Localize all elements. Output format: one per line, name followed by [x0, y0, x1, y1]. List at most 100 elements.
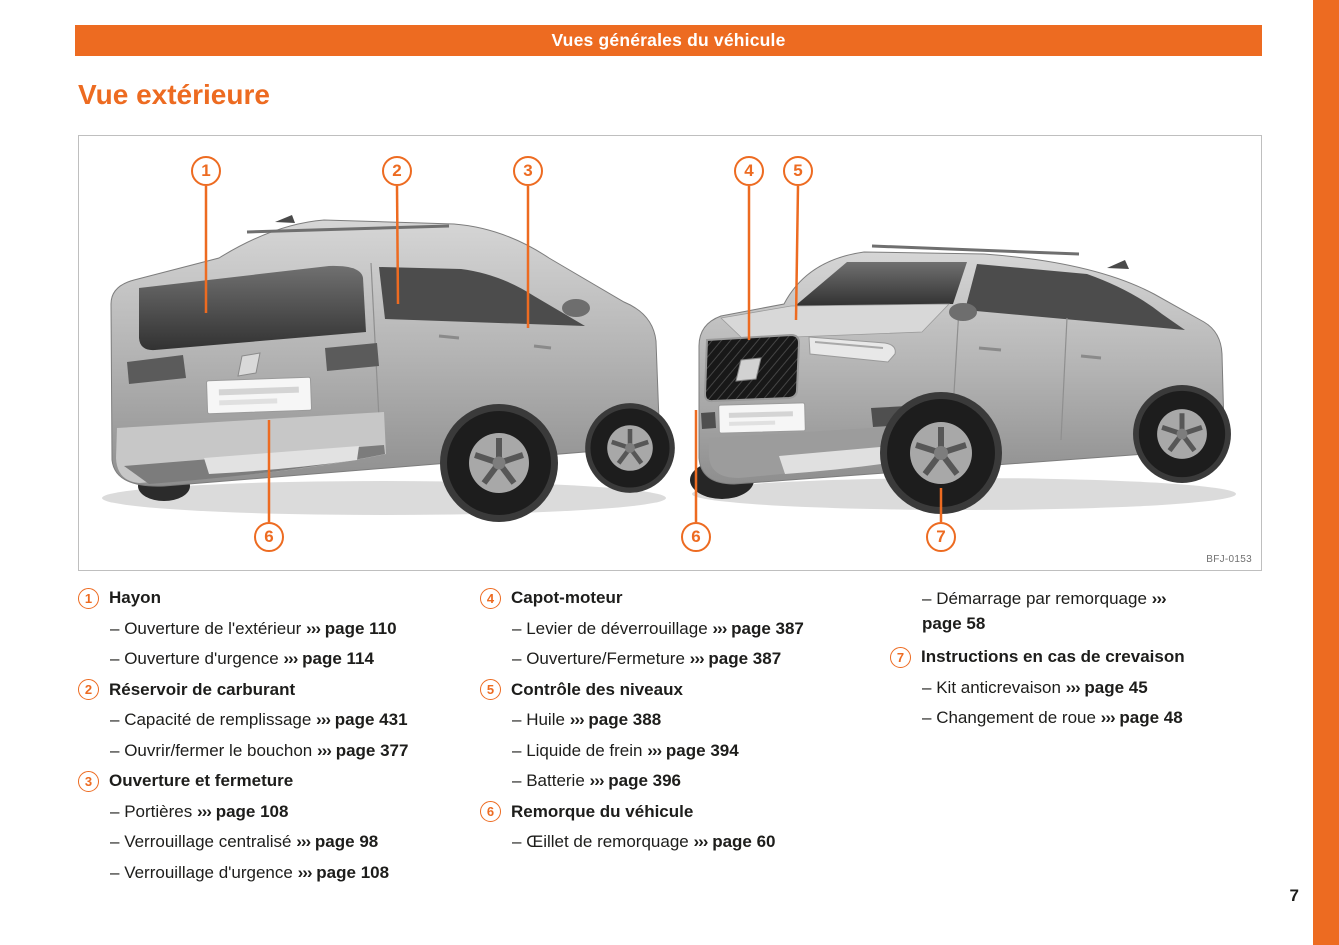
item-number-badge: 4 [480, 587, 501, 609]
legend-subitem: – Batterie ››› page 396 [480, 766, 890, 797]
legend-subitem: – Liquide de frein ››› page 394 [480, 736, 890, 767]
license-plate [206, 376, 312, 415]
cross-ref-arrow: ››› [689, 649, 705, 668]
legend-subitem: – Œillet de remorquage ››› page 60 [480, 827, 890, 858]
taillight-right [325, 343, 379, 371]
item-title: Capot-moteur [511, 588, 623, 608]
callout-marker-3: 3 [513, 156, 543, 186]
hood [720, 303, 950, 340]
subitem-text: Kit anticrevaison [936, 677, 1061, 697]
page-reference: page 387 [708, 649, 782, 668]
rear-view-car [102, 215, 675, 522]
page-number: 7 [1289, 886, 1299, 905]
subitem-text: Batterie [526, 771, 585, 790]
wheel [585, 403, 675, 493]
front-view-car [690, 244, 1236, 514]
item-title: Contrôle des niveaux [511, 679, 683, 699]
cross-ref-arrow: ››› [283, 649, 298, 668]
legend-subitem: – Ouverture/Fermeture ››› page 387 [480, 644, 890, 675]
item-title: Réservoir de carburant [109, 679, 296, 699]
page-reference: page 98 [314, 832, 379, 851]
dash: – [110, 832, 120, 851]
subitem-text: Portières [124, 801, 193, 821]
wheel [880, 392, 1002, 514]
dash: – [512, 618, 522, 638]
legend-subitem: – Portières ››› page 108 [78, 797, 480, 828]
item-title: Remorque du véhicule [511, 801, 694, 821]
cross-ref-arrow: ››› [569, 710, 585, 729]
front-bumper-lower [709, 424, 937, 478]
item-number-badge: 5 [480, 679, 501, 701]
legend-subitem: – Ouverture d'urgence ››› page 114 [78, 644, 480, 675]
legend-subitem: – Verrouillage centralisé ››› page 98 [78, 827, 480, 858]
page-reference: page 387 [731, 618, 804, 638]
dash: – [110, 801, 120, 821]
taillight-left [127, 355, 186, 384]
cross-ref-arrow: ››› [693, 832, 708, 851]
callout-marker-6-front: 6 [681, 522, 711, 552]
legend-subitem: – Changement de roue ››› page 48 [890, 703, 1280, 734]
page-reference: page 45 [1084, 677, 1148, 697]
item-number-badge: 2 [78, 679, 99, 701]
subitem-text: Ouverture/Fermeture [526, 649, 685, 668]
dash: – [512, 832, 522, 851]
subitem-text: Changement de roue [936, 708, 1096, 727]
brand-emblem [237, 352, 261, 377]
cross-ref-arrow: ››› [296, 832, 311, 851]
brand-emblem [735, 357, 762, 382]
legend-subitem: – Kit anticrevaison ››› page 45 [890, 673, 1280, 704]
legend-subitem: – Capacité de remplissage ››› page 431 [78, 705, 480, 736]
legend-item: 3 Ouverture et fermeture [78, 766, 480, 797]
subitem-text: Démarrage par remorquage [936, 589, 1147, 608]
page-reference: page 388 [588, 710, 662, 729]
chapter-edge-stripe [1313, 0, 1339, 945]
subitem-text: Verrouillage centralisé [124, 832, 292, 851]
antenna-fin [1107, 260, 1129, 269]
skid-plate [204, 446, 359, 474]
subitem-text: Verrouillage d'urgence [124, 862, 293, 882]
subitem-text: Ouverture d'urgence [124, 649, 279, 668]
page-reference: page 60 [712, 832, 776, 851]
header-banner-text: Vues générales du véhicule [551, 30, 786, 50]
page-reference: page 114 [302, 649, 374, 668]
callout-marker-6-rear: 6 [254, 522, 284, 552]
side-windows [379, 267, 585, 326]
page-title: Vue extérieure [78, 79, 270, 110]
page-reference: page 108 [316, 862, 390, 882]
item-number-badge: 6 [480, 801, 501, 823]
wheel [440, 404, 558, 522]
page-reference: page 108 [215, 801, 289, 821]
subitem-text: Ouverture de l'extérieur [124, 618, 302, 638]
windshield [795, 262, 967, 306]
item-title: Ouverture et fermeture [109, 771, 294, 791]
legend-subitem: – Démarrage par remorquage ››› page 58 [890, 583, 1202, 636]
header-banner: Vues générales du véhicule [75, 25, 1262, 56]
callout-marker-2: 2 [382, 156, 412, 186]
callout-marker-7: 7 [926, 522, 956, 552]
roof-rails [246, 224, 450, 234]
cross-ref-arrow: ››› [589, 771, 605, 790]
subitem-text: Ouvrir/fermer le bouchon [124, 740, 313, 760]
subitem-text: Œillet de remorquage [526, 832, 689, 851]
item-number-badge: 7 [890, 646, 911, 668]
dash: – [110, 649, 120, 668]
cross-ref-arrow: ››› [1151, 589, 1167, 608]
legend-column-1: 1 Hayon – Ouverture de l'extérieur ››› p… [78, 583, 480, 888]
item-number-badge: 1 [78, 587, 99, 609]
callout-marker-4: 4 [734, 156, 764, 186]
cross-ref-arrow: ››› [712, 618, 727, 638]
side-windows [965, 264, 1185, 330]
page-reference: page 48 [1119, 708, 1183, 727]
page-reference: page 396 [608, 771, 682, 790]
dash: – [512, 649, 522, 668]
legend-column-2: 4 Capot-moteur – Levier de déverrouillag… [480, 583, 890, 858]
cross-ref-arrow: ››› [647, 740, 662, 760]
side-mirror [562, 299, 590, 317]
legend-item: 5 Contrôle des niveaux [480, 675, 890, 706]
fog-light-left [701, 412, 716, 429]
item-number-badge: 3 [78, 770, 99, 792]
legend-item: 7 Instructions en cas de crevaison [890, 642, 1280, 673]
vehicle-illustration [102, 185, 1236, 522]
legend-subitem: – Levier de déverrouillage ››› page 387 [480, 614, 890, 645]
exterior-view-figure: 1 2 3 4 5 6 6 7 BFJ-0153 [78, 135, 1262, 571]
